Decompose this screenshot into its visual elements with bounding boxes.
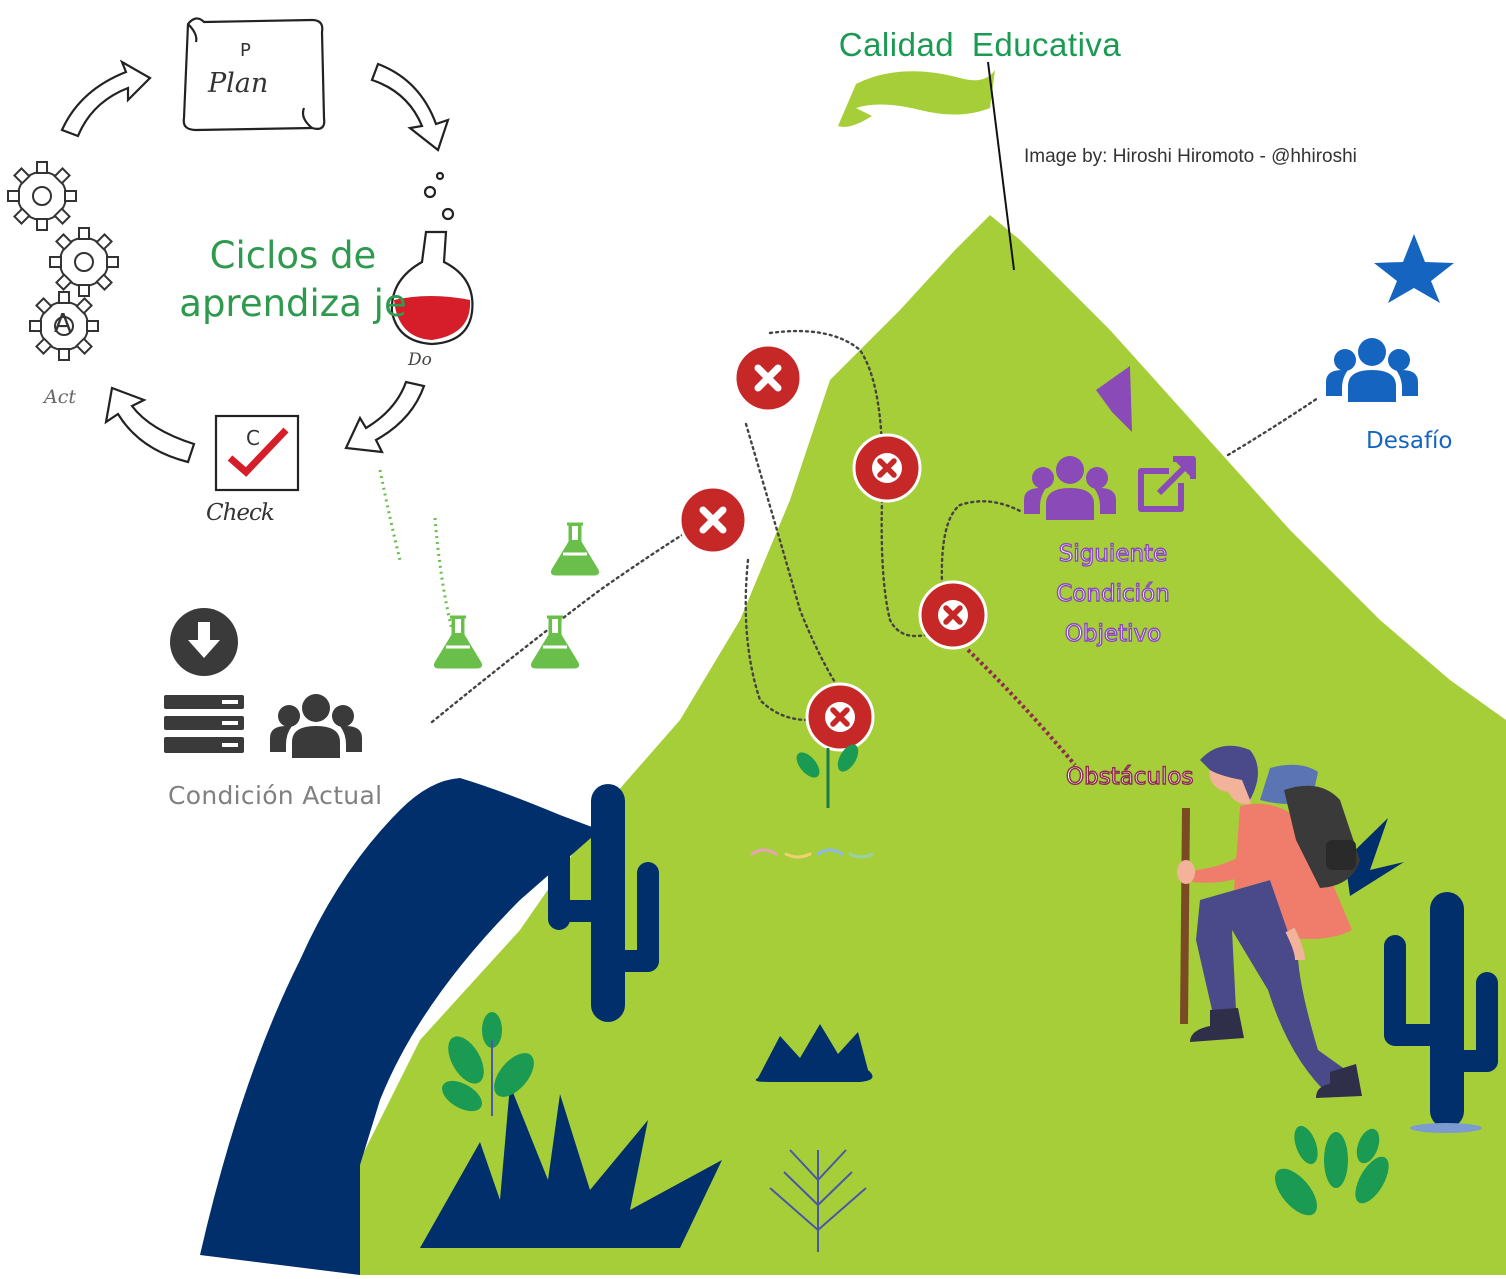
bush-right (1345, 818, 1404, 896)
plan-label: Plan (208, 68, 269, 99)
green-connectors (378, 469, 454, 631)
cactus-left (548, 784, 659, 1022)
obstacle-icon-2 (854, 435, 920, 501)
diagram-title: Calidad Educativa (838, 26, 1122, 63)
arrow-plan (60, 59, 152, 138)
next-condition-line-3: Objetivo (1064, 620, 1162, 647)
people-icon-current (270, 694, 362, 758)
act-label: Act (44, 386, 76, 408)
dotted-connectors (430, 329, 1320, 724)
pdca-cycle (60, 17, 474, 492)
plan-letter: P (240, 40, 251, 61)
flag-icon (1096, 366, 1132, 432)
next-condition-line-1: Siguiente (1058, 540, 1168, 567)
next-condition-line-2: Condición (1056, 580, 1171, 607)
do-label: Do (408, 350, 432, 370)
challenge-label: Desafío (1366, 428, 1453, 454)
cactus-right (1384, 892, 1498, 1133)
leaf-plant-right (1275, 1125, 1389, 1216)
flag-pole (987, 61, 1015, 271)
server-icon (164, 695, 244, 753)
cycle-title: Ciclos de aprendiza je (148, 232, 438, 328)
squiggles (750, 848, 874, 859)
fern (769, 1149, 867, 1252)
obstacle-icon-4 (920, 582, 986, 648)
hiker (1177, 745, 1362, 1098)
bush-middle (755, 1024, 873, 1082)
people-icon-challenge (1326, 338, 1418, 402)
next-condition-label: Siguiente Condición Objetivo (1030, 534, 1196, 654)
flag (838, 70, 995, 127)
flask-icon-3 (530, 615, 580, 669)
obstacle-icon-1 (735, 345, 801, 411)
external-link-icon (1138, 456, 1196, 512)
flask-icon-1 (550, 522, 600, 576)
bush-bottom (420, 1085, 722, 1248)
obstacles-label: Obstáculos (1065, 763, 1194, 790)
obstacle-icon-5 (807, 684, 873, 750)
star-icon (1374, 234, 1454, 303)
gears (7, 161, 77, 231)
dark-hill (200, 778, 600, 1275)
flask-icon-2 (433, 615, 483, 669)
download-icon (170, 608, 238, 676)
arrow-check (344, 380, 426, 454)
check-label: Check (206, 500, 275, 526)
check-letter: C (246, 426, 260, 450)
plan-scroll (182, 17, 326, 132)
check-box (214, 414, 300, 492)
obstacle-icon-3 (680, 487, 746, 553)
current-condition-label: Condición Actual (168, 781, 383, 810)
leaf-plant-left (442, 1012, 534, 1116)
act-letter: A (54, 309, 72, 339)
arrow-do (370, 62, 450, 152)
cycle-title-line-1: Ciclos de (209, 234, 377, 277)
sprout (796, 744, 859, 808)
image-credit: Image by: Hiroshi Hiromoto - @hhiroshi (1024, 146, 1357, 167)
cycle-title-line-2: aprendiza je (179, 282, 407, 325)
arrow-act (104, 386, 196, 464)
